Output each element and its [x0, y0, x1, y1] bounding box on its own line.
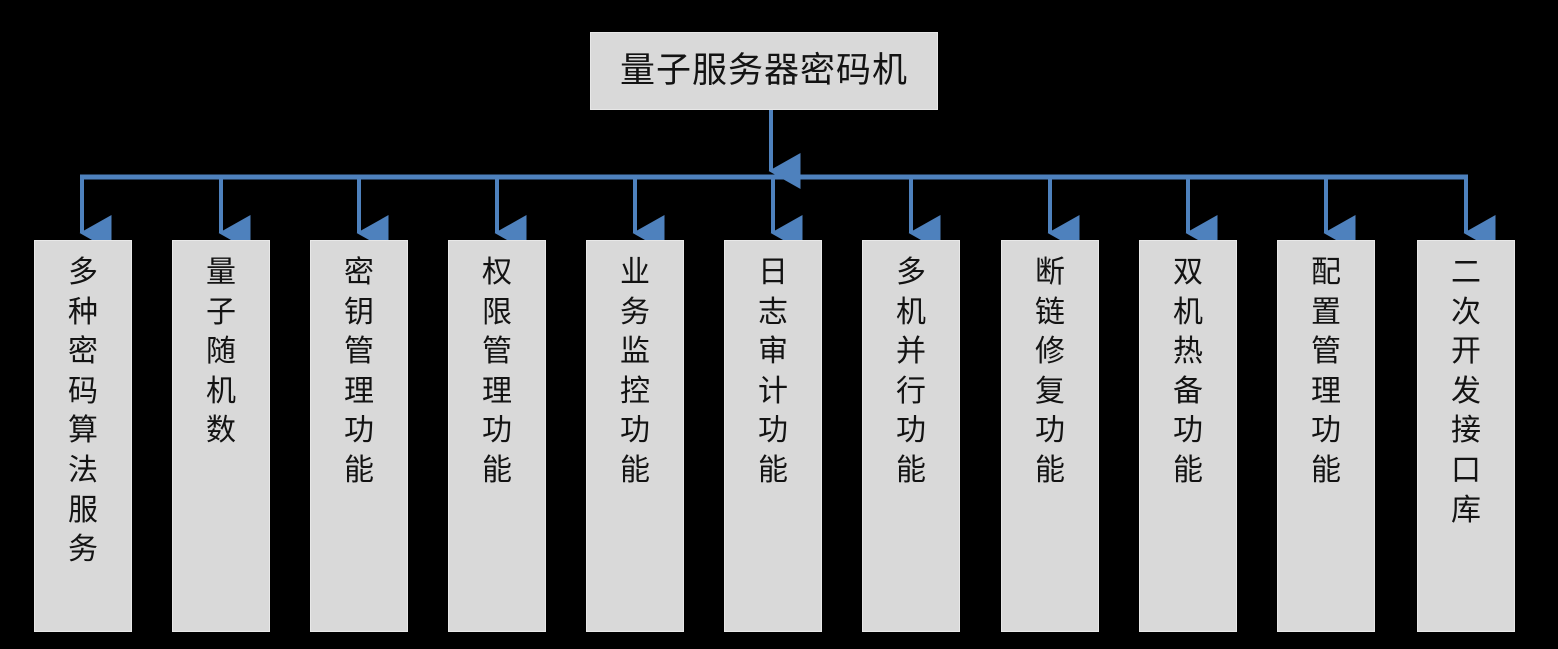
- node-leaf-9-label: 双机热备功能: [1173, 256, 1203, 487]
- node-leaf-9[interactable]: 双机热备功能: [1139, 240, 1237, 632]
- node-leaf-5[interactable]: 业务监控功能: [586, 240, 684, 632]
- node-leaf-2-label: 量子随机数: [206, 256, 236, 448]
- node-leaf-5-label: 业务监控功能: [620, 256, 650, 487]
- node-leaf-6-label: 日志审计功能: [758, 256, 788, 487]
- node-leaf-1-label: 多种密码算法服务: [68, 256, 98, 567]
- node-leaf-1[interactable]: 多种密码算法服务: [34, 240, 132, 632]
- node-leaf-7[interactable]: 多机并行功能: [862, 240, 960, 632]
- node-leaf-6[interactable]: 日志审计功能: [724, 240, 822, 632]
- node-leaf-4-label: 权限管理功能: [482, 256, 512, 487]
- node-root[interactable]: 量子服务器密码机: [590, 32, 938, 110]
- node-leaf-11[interactable]: 二次开发接口库: [1417, 240, 1515, 632]
- node-leaf-2[interactable]: 量子随机数: [172, 240, 270, 632]
- node-leaf-3[interactable]: 密钥管理功能: [310, 240, 408, 632]
- node-leaf-8-label: 断链修复功能: [1035, 256, 1065, 487]
- node-leaf-7-label: 多机并行功能: [896, 256, 926, 487]
- node-leaf-10-label: 配置管理功能: [1311, 256, 1341, 487]
- node-root-label: 量子服务器密码机: [619, 50, 908, 90]
- node-leaf-3-label: 密钥管理功能: [344, 256, 374, 487]
- node-leaf-11-label: 二次开发接口库: [1451, 256, 1481, 527]
- node-leaf-10[interactable]: 配置管理功能: [1277, 240, 1375, 632]
- node-leaf-4[interactable]: 权限管理功能: [448, 240, 546, 632]
- node-leaf-8[interactable]: 断链修复功能: [1001, 240, 1099, 632]
